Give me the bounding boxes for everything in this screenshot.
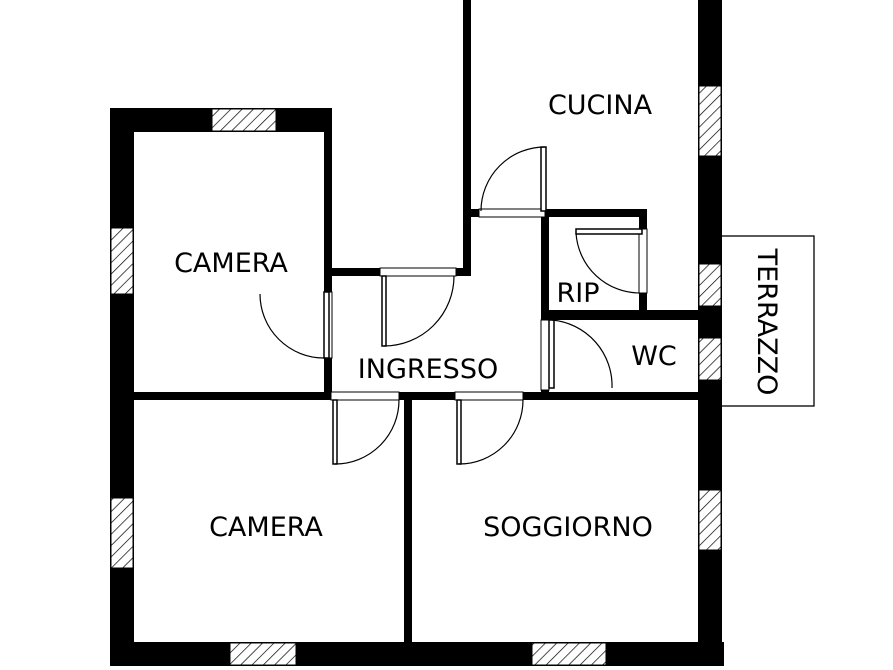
window-camera-bottom-left [110,497,134,569]
door-soggiorno-leaf [456,399,462,465]
wall-kitchen-left [463,0,471,276]
doors [259,146,648,465]
window-camera-left [110,227,134,295]
door-camera-bottom-gap [330,391,400,401]
wall-wc-top [541,310,722,320]
door-kitchen-gap [478,208,546,218]
door-rip-swing [575,232,641,294]
label-terrazzo: TERRAZZO [751,248,782,396]
wall-camera-right [324,108,332,400]
outer-wall-bottom [110,642,724,666]
terrace-outline [717,235,815,407]
wall-middle-horizontal [110,392,722,400]
door-camera-top-leaf [323,291,330,359]
label-ingresso: INGRESSO [358,354,498,385]
label-soggiorno: SOGGIORNO [483,512,653,543]
window-soggiorno-right [698,489,722,551]
door-wc-leaf [548,319,555,389]
wall-camera-soggiorno [404,392,412,666]
door-wc-swing [551,319,613,389]
window-camera-top [211,108,277,132]
label-rip: RIP [556,278,599,309]
label-wc: WC [631,341,677,372]
label-cucina: CUCINA [548,90,653,121]
door-rip-leaf [575,228,643,235]
windows [110,85,722,666]
wall-rip-left [541,209,549,400]
room-labels: CUCINA CAMERA INGRESSO RIP WC CAMERA SOG… [174,90,782,543]
window-wc-right [698,337,722,381]
door-rip-gap [638,228,648,294]
label-camera-bottom: CAMERA [209,512,323,543]
door-wc-gap [540,319,550,391]
door-kitchen-leaf [540,146,547,212]
label-camera-top: CAMERA [174,248,288,279]
door-kitchen-swing [480,146,546,212]
door-camera-bottom-swing [334,399,400,465]
window-kitchen-right [698,85,722,157]
window-camera-bottom [229,642,297,666]
wall-kitchen-bottom [471,209,647,217]
door-ingresso-swing [383,275,455,347]
window-kitchen-terrace [698,263,722,307]
door-camera-top-swing [259,293,325,359]
door-camera-bottom-leaf [332,399,338,465]
door-soggiorno-swing [458,399,524,465]
window-soggiorno-bottom [531,642,607,666]
door-ingresso-gap [379,267,457,277]
door-soggiorno-gap [454,391,524,401]
outer-wall-left [110,108,134,666]
door-ingresso-leaf [381,275,387,347]
